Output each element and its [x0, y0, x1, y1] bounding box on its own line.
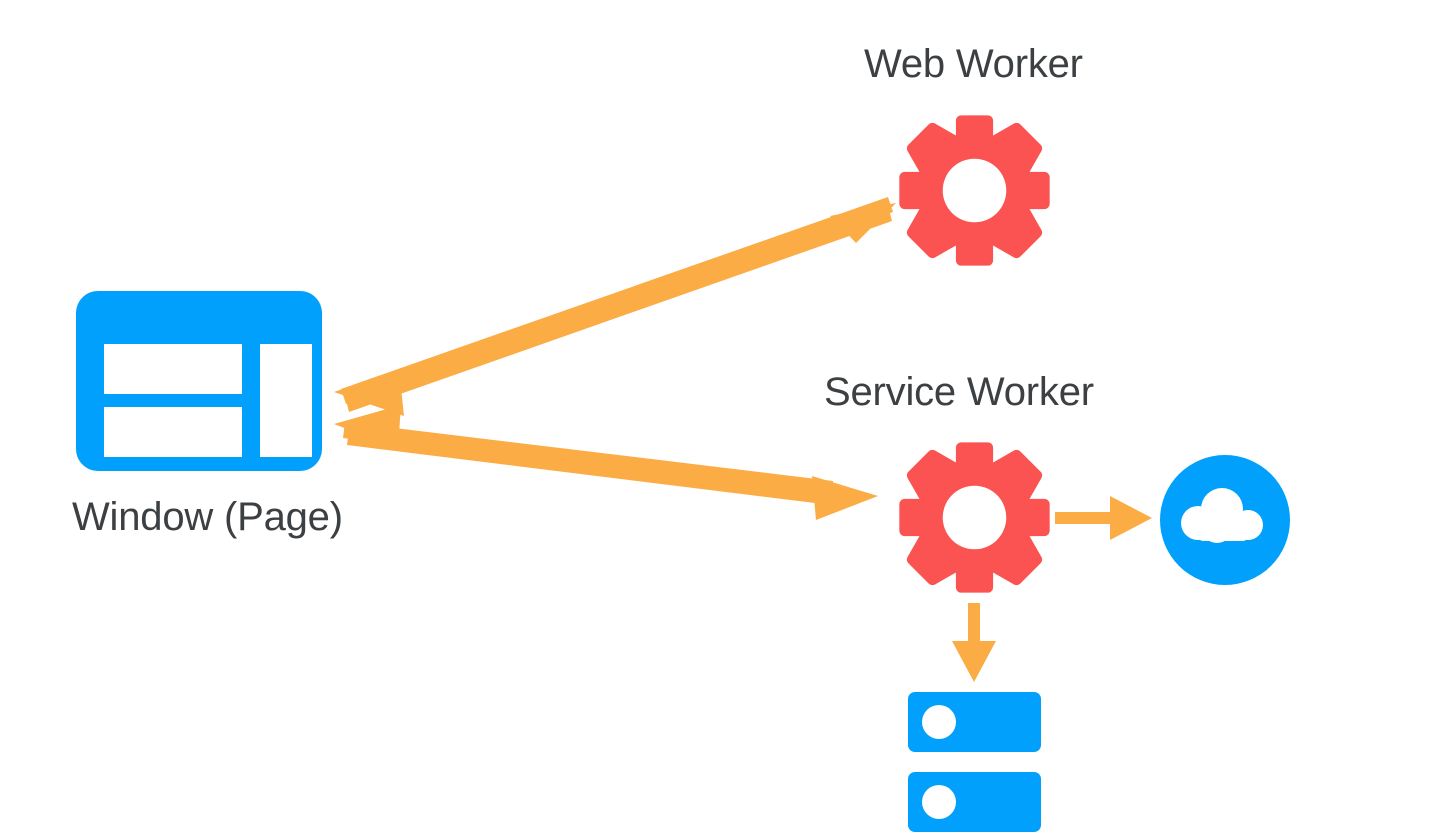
window-page-icon[interactable] [76, 291, 322, 471]
arrow-window-to-service-worker [347, 429, 878, 520]
cloud-node[interactable] [1160, 455, 1290, 585]
arrow-service-worker-to-window [334, 405, 833, 497]
arrow-service-worker-to-cloud [1055, 496, 1152, 540]
arrow-web-worker-to-window [334, 197, 893, 416]
gear-icon [899, 115, 1050, 266]
service-worker-label: Service Worker [824, 370, 1094, 414]
arrow-window-to-web-worker [345, 203, 896, 412]
window-page-label: Window (Page) [72, 495, 343, 539]
storage-node[interactable] [908, 692, 1041, 832]
web-worker-label: Web Worker [864, 42, 1083, 86]
web-worker-node[interactable] [897, 113, 1052, 268]
arrow-service-worker-to-storage [952, 603, 996, 682]
browser-window-icon [76, 291, 322, 471]
gear-icon [899, 442, 1050, 593]
cloud-icon [1160, 455, 1290, 585]
service-worker-node[interactable] [897, 440, 1052, 595]
database-icon [908, 692, 1041, 832]
